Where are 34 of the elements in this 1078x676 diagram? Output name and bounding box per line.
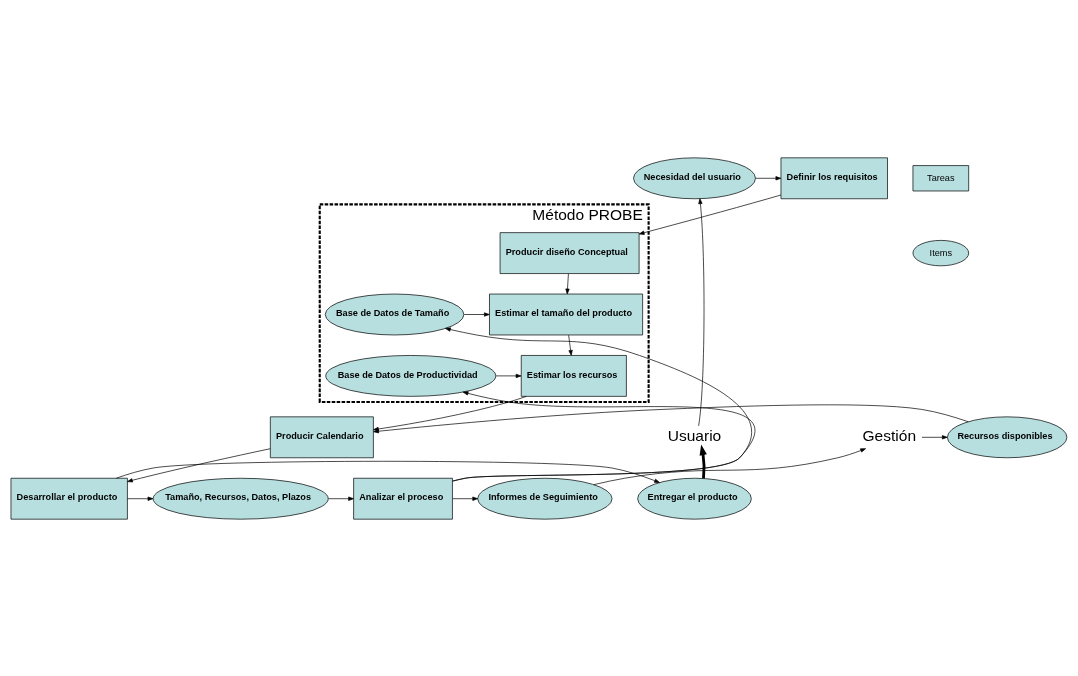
node-box: Analizar el proceso <box>353 477 453 520</box>
arrow <box>127 447 271 482</box>
node-box: Estimar los recursos <box>520 354 627 397</box>
node-box: Estimar el tamaño del producto <box>489 293 643 335</box>
arrow <box>698 197 705 426</box>
arrow <box>373 404 969 433</box>
arrow <box>921 434 948 439</box>
node-ellipse: Informes de Seguimiento <box>477 477 613 520</box>
node-box: Definir los requisitos <box>780 156 888 199</box>
arrow <box>328 496 354 501</box>
arrow <box>373 395 527 431</box>
node-box: Producir diseño Conceptual <box>499 231 640 274</box>
arrow <box>495 373 522 378</box>
node-ellipse: Necesidad del usuario <box>633 156 756 199</box>
legend-label: Items <box>929 247 953 257</box>
arrow <box>452 390 756 481</box>
arrow <box>593 447 866 485</box>
arrow <box>452 496 478 501</box>
node-box: Producir Calendario <box>269 416 374 458</box>
arrow <box>755 175 782 180</box>
arrow <box>127 496 154 501</box>
arrow <box>116 460 660 483</box>
arrow <box>638 194 782 235</box>
node-text: Gestión <box>862 426 917 444</box>
node-box: Desarrollar el producto <box>10 477 128 520</box>
arrow <box>565 272 570 294</box>
node-ellipse: Tamaño, Recursos, Datos, Plazos <box>152 477 329 520</box>
legend-label: Tareas <box>927 172 955 183</box>
arrow <box>463 311 490 317</box>
node-ellipse: Recursos disponibles <box>947 416 1068 458</box>
node-text: Usuario <box>667 426 722 444</box>
arrow <box>568 334 573 356</box>
arrow <box>699 444 707 479</box>
arrow <box>445 327 752 481</box>
